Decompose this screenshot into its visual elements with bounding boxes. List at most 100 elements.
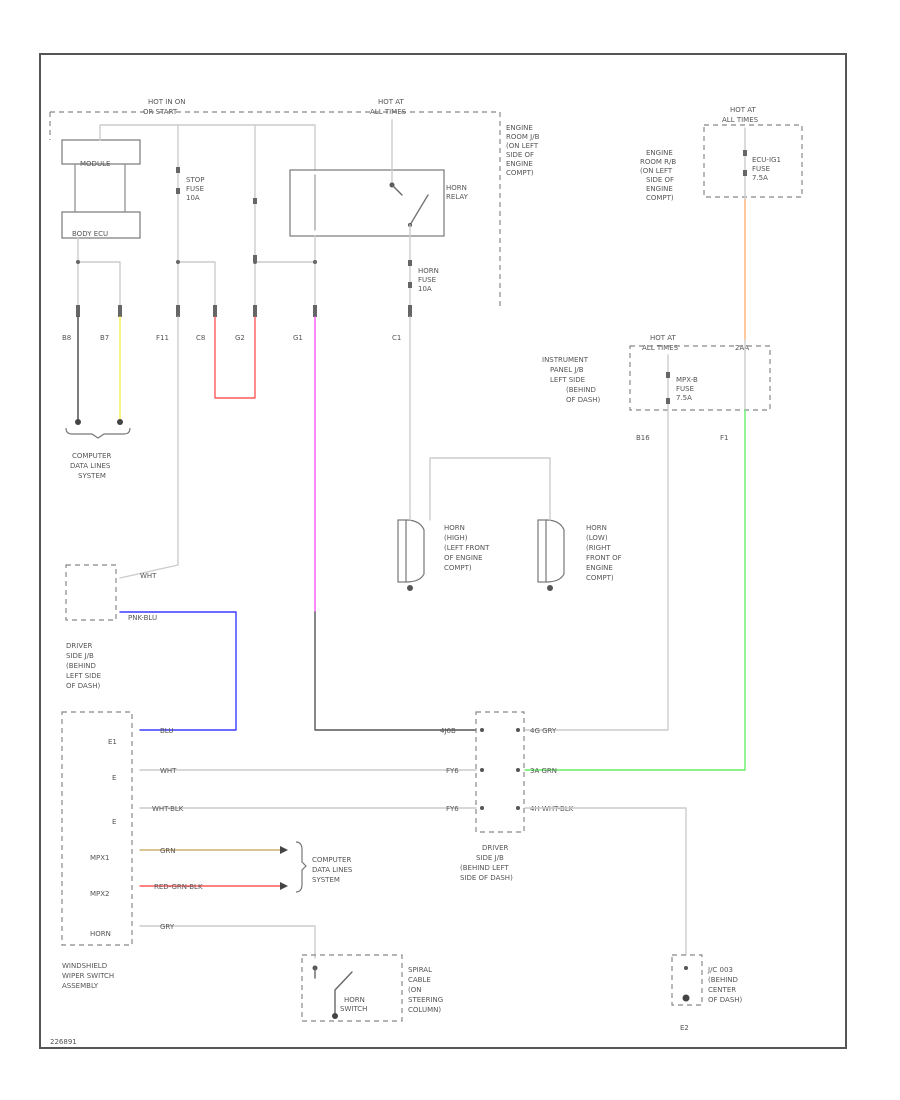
wire-c8-g2-red: [214, 316, 256, 399]
module-top-label: MODULE: [80, 160, 110, 168]
spiral-cable-l5: COLUMN): [408, 1006, 441, 1014]
engine-room-rb-l4: SIDE OF: [646, 176, 674, 184]
horn-low-l2: (LOW): [586, 534, 608, 542]
spiral-cable-l2: CABLE: [408, 976, 431, 984]
wht-label: WHT: [140, 572, 157, 580]
engine-room-rb-box: [703, 124, 803, 198]
top-pin-row: [76, 305, 412, 317]
ds-jb-pin-1: 4J6B: [440, 727, 456, 735]
pin-b7: B7: [100, 334, 109, 342]
engine-room-jb-box: [49, 111, 501, 308]
ds-jb-right-1: 4G GRY: [530, 727, 557, 735]
driver-side-jb-2-l2: SIDE J/B: [476, 854, 504, 862]
horn-fuse-label-3: 10A: [418, 285, 432, 293]
horn-low-l1: HORN: [586, 524, 607, 532]
horn-switch-l2: SWITCH: [340, 1005, 367, 1013]
pin-2aa: 2AA: [735, 344, 749, 352]
windshield-wiper-l1: WINDSHIELD: [62, 962, 107, 970]
stop-fuse-label-2: FUSE: [186, 185, 204, 193]
horn-high-l2: (HIGH): [444, 534, 468, 542]
pin-g2: G2: [235, 334, 245, 342]
ip-jb-l1: INSTRUMENT: [542, 356, 589, 364]
wire-g1-black: [314, 611, 477, 731]
engine-room-rb-l5: ENGINE: [646, 185, 673, 193]
horn-high-l1: HORN: [444, 524, 465, 532]
windshield-wiper-l3: ASSEMBLY: [62, 982, 99, 990]
ip-jb-l5: OF DASH): [566, 396, 601, 404]
stop-fuse-label-1: STOP: [186, 176, 204, 184]
wiper-pin-e2: E: [112, 774, 116, 782]
jc-ground-box: [671, 954, 703, 1006]
horn-low-l4: FRONT OF: [586, 554, 622, 562]
wiper-pin-e3: E: [112, 818, 116, 826]
driver-side-jb-1-l2: SIDE J/B: [66, 652, 94, 660]
ground-e2: E2: [680, 1024, 689, 1032]
horn-low-l5: ENGINE: [586, 564, 613, 572]
horn-high-l4: OF ENGINE: [444, 554, 483, 562]
horn-switch-l1: HORN: [344, 996, 365, 1004]
pin-c1: C1: [392, 334, 401, 342]
ds-jb-right-3: 4H WHT-BLK: [530, 805, 574, 813]
mpx-b-fuse-l1: MPX-B: [676, 376, 698, 384]
engine-room-rb-l3: (ON LEFT: [640, 167, 673, 175]
pin-b16: B16: [636, 434, 650, 442]
stop-fuse-label-3: 10A: [186, 194, 200, 202]
ip-jb-l4: (BEHIND: [566, 386, 596, 394]
ecu-ig-fuse-l3: 7.5A: [752, 174, 768, 182]
wiper-pin-mpx2: MPX2: [90, 890, 110, 898]
ecu-ig-fuse-l2: FUSE: [752, 165, 770, 173]
ip-jb-l3: LEFT SIDE: [550, 376, 585, 384]
ds-jb-pin-2: FY6: [446, 767, 459, 775]
computer-data-lines-2-l3: SYSTEM: [312, 876, 340, 884]
computer-data-lines-2-l1: COMPUTER: [312, 856, 351, 864]
horn-low: [537, 499, 565, 591]
ip-jb-l2: PANEL J/B: [550, 366, 584, 374]
driver-side-jb-1-l5: OF DASH): [66, 682, 101, 690]
horn-relay-box: [289, 169, 445, 237]
engine-room-jb-l1: ENGINE: [506, 124, 533, 132]
module-bottom-label: BODY ECU: [72, 230, 108, 238]
horn-relay-label-2: RELAY: [446, 193, 469, 201]
horn-relay-label-1: HORN: [446, 184, 467, 192]
computer-data-lines-1-l3: SYSTEM: [78, 472, 106, 480]
module-box-top: [61, 139, 141, 165]
engine-room-jb-l5: ENGINE: [506, 160, 533, 168]
horn-low-l3: (RIGHT: [586, 544, 611, 552]
wiper-pin-mpx1: MPX1: [90, 854, 110, 862]
horn-high-l5: COMPT): [444, 564, 472, 572]
spiral-cable-l1: SPIRAL: [408, 966, 432, 974]
driver-side-jb-1-l1: DRIVER: [66, 642, 93, 650]
jc-l2: (BEHIND: [708, 976, 738, 984]
wht-blk-label: WHT-BLK: [152, 805, 184, 813]
spiral-cable-l3: (ON: [408, 986, 421, 994]
engine-room-jb-l6: COMPT): [506, 169, 534, 177]
engine-room-jb-l2: ROOM J/B: [506, 133, 540, 141]
computer-data-lines-2-l2: DATA LINES: [312, 866, 353, 874]
pin-c8: C8: [196, 334, 205, 342]
horn-fuse-label-1: HORN: [418, 267, 439, 275]
horn-fuse-label-2: FUSE: [418, 276, 436, 284]
driver-side-jb-2-box: [475, 711, 525, 833]
ds-jb-pin-3: FY6: [446, 805, 459, 813]
module-box-bottom: [61, 211, 141, 239]
computer-data-lines-1-l2: DATA LINES: [70, 462, 111, 470]
hot-in-on-label: HOT IN ON: [148, 98, 186, 106]
wire-blue: [119, 611, 237, 731]
hot-at-all-times-3b: ALL TIMES: [642, 344, 679, 352]
engine-room-rb-l1: ENGINE: [646, 149, 673, 157]
pin-b8: B8: [62, 334, 71, 342]
pnk-blu-label: PNK-BLU: [128, 614, 157, 622]
gry-label: GRY: [160, 923, 175, 931]
driver-side-jb-2-l1: DRIVER: [482, 844, 509, 852]
wiper-switch-box: [61, 711, 133, 946]
windshield-wiper-l2: WIPER SWITCH: [62, 972, 114, 980]
ecu-ig-fuse-l1: ECU-IG1: [752, 156, 781, 164]
pin-f1: F1: [720, 434, 728, 442]
mpx-b-fuse-l2: FUSE: [676, 385, 694, 393]
hot-at-all-times-2: HOT AT: [730, 106, 757, 114]
driver-side-jb-1-l3: (BEHIND: [66, 662, 96, 670]
spiral-cable-l4: STEERING: [408, 996, 443, 1004]
ds-jb-right-2: 3A GRN: [530, 767, 557, 775]
diagram-frame: [39, 53, 847, 1049]
